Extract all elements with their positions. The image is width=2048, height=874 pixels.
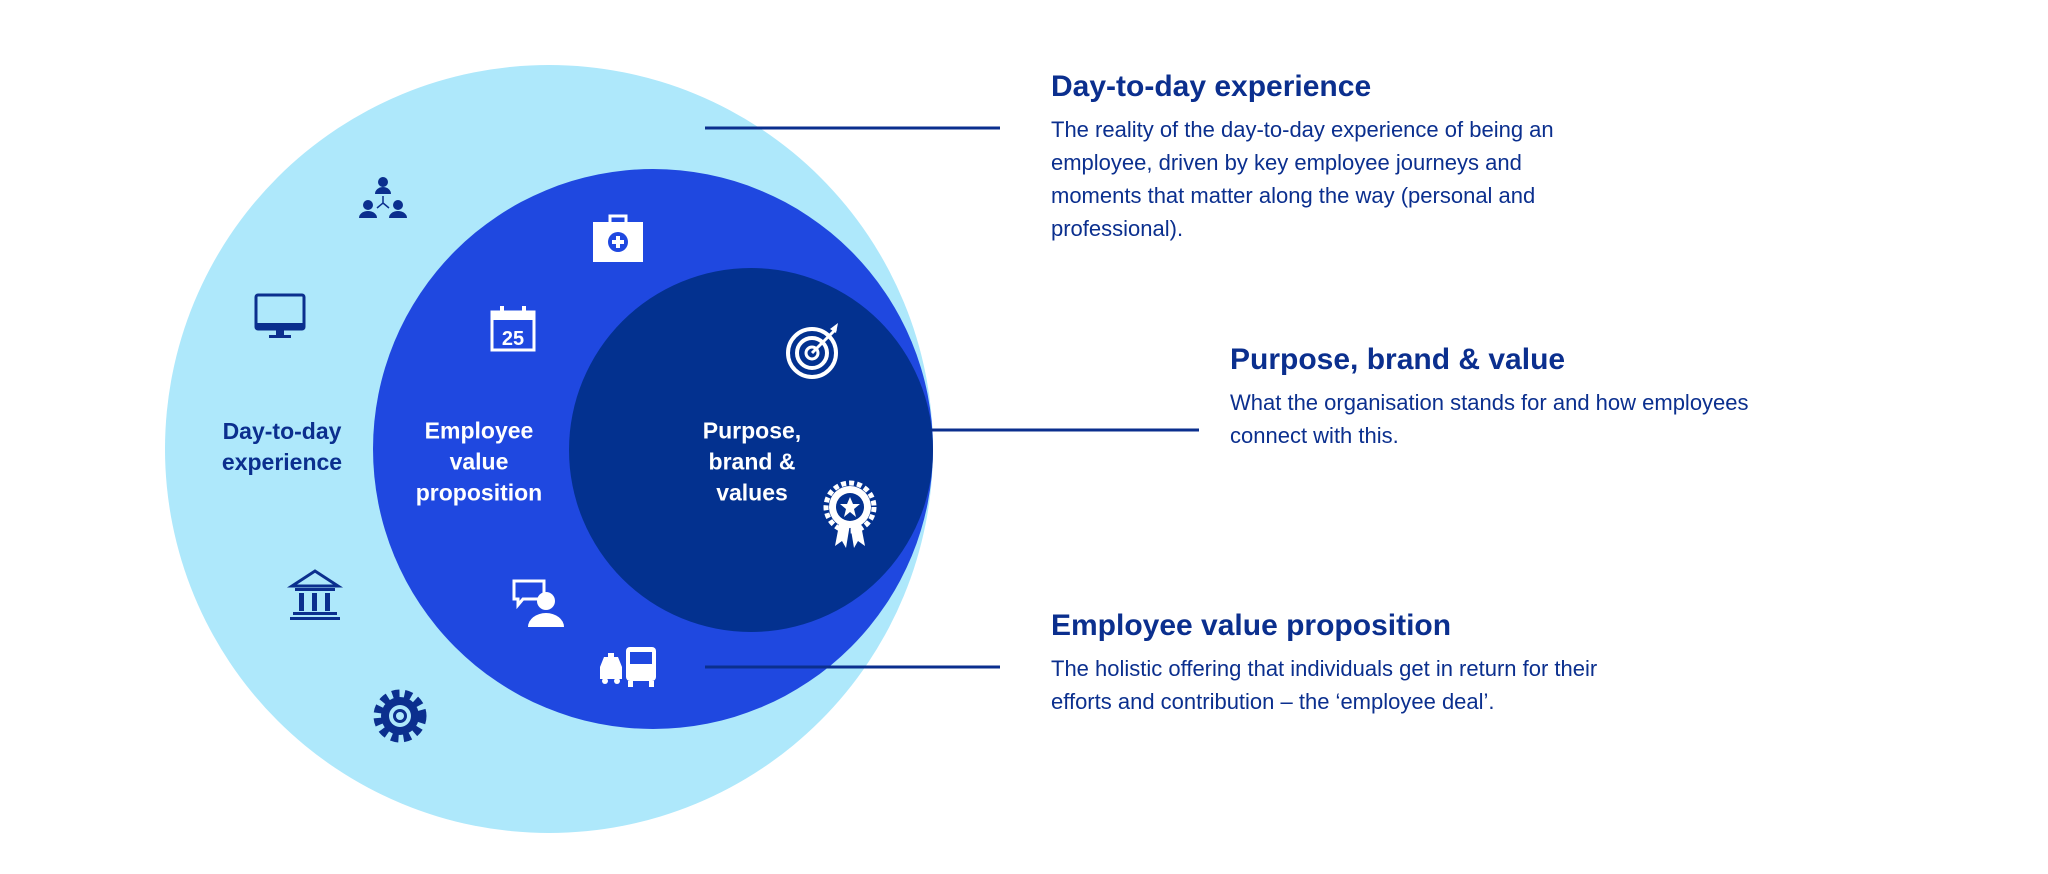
chat-person-icon	[512, 579, 564, 627]
text-line: What the organisation stands for and how…	[1230, 390, 1749, 415]
medical-kit-icon	[593, 214, 643, 262]
text-line: The holistic offering that individuals g…	[1051, 656, 1598, 681]
text-line: employee, driven by key employee journey…	[1051, 150, 1522, 175]
description-text: The holistic offering that individuals g…	[1051, 652, 1597, 718]
description-text: The reality of the day-to-day experience…	[1051, 113, 1554, 245]
people-network-icon	[359, 177, 407, 218]
target-icon	[786, 323, 838, 379]
description-title: Employee value proposition	[1051, 609, 1452, 642]
description-title: Day-to-day experience	[1051, 70, 1372, 103]
description-day-to-day: Day-to-day experience The reality of the…	[1051, 69, 1554, 245]
car-bus-icon	[600, 647, 656, 687]
text-line: efforts and contribution – the ‘employee…	[1051, 689, 1495, 714]
calendar-icon: 25	[490, 306, 536, 352]
text-line: professional).	[1051, 216, 1184, 241]
description-purpose: Purpose, brand & value What the organisa…	[1230, 342, 1749, 452]
calendar-day: 25	[502, 328, 524, 350]
monitor-icon	[254, 293, 306, 338]
description-evp: Employee value proposition The holistic …	[1051, 608, 1597, 718]
inner-circle-label: Purpose, brand & values	[702, 417, 802, 506]
outer-circle-label: Day-to-day experience	[221, 418, 343, 475]
award-ribbon-icon	[823, 480, 877, 548]
bank-icon	[286, 569, 344, 620]
middle-circle-label: Employee value proposition	[415, 417, 543, 506]
text-line: The reality of the day-to-day experience…	[1051, 117, 1554, 142]
text-line: moments that matter along the way (perso…	[1051, 183, 1536, 208]
description-text: What the organisation stands for and how…	[1230, 386, 1749, 452]
gear-icon	[373, 689, 427, 743]
text-line: connect with this.	[1230, 423, 1399, 448]
description-title: Purpose, brand & value	[1230, 343, 1566, 376]
